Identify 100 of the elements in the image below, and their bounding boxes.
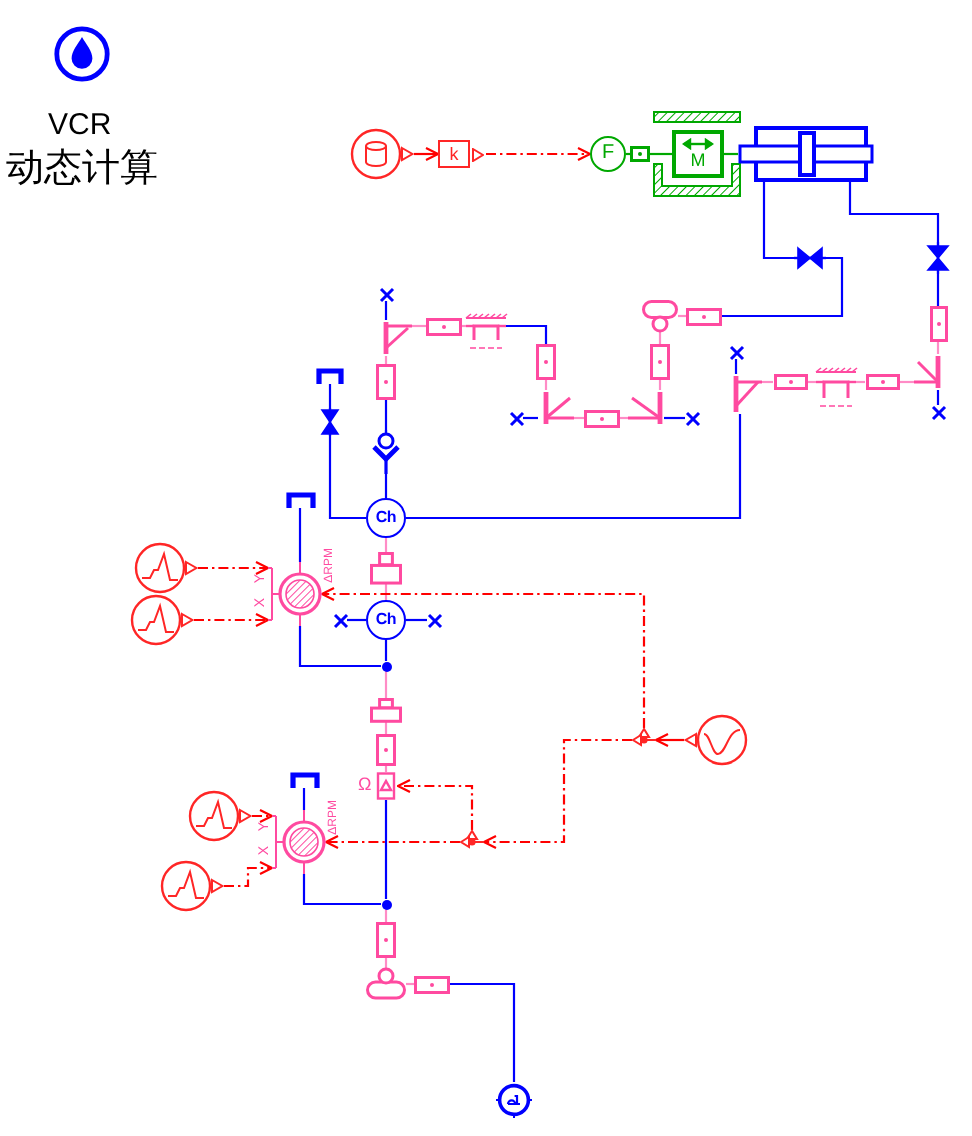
connector-line xyxy=(936,342,940,354)
check-valve xyxy=(370,430,402,474)
signal-line xyxy=(396,778,474,830)
link-element xyxy=(536,344,556,380)
symbol-label: Ω xyxy=(358,776,372,794)
angle-joint xyxy=(914,354,946,390)
signal-source xyxy=(188,790,252,842)
connector-line xyxy=(384,474,388,498)
link-element xyxy=(414,975,450,993)
connector-line xyxy=(298,508,302,562)
link-element xyxy=(584,409,620,427)
rotary-source xyxy=(268,562,322,626)
mass-label: M xyxy=(690,152,706,170)
end-plug xyxy=(509,411,523,425)
connector-line xyxy=(384,800,388,899)
link-element xyxy=(650,344,670,380)
speed-sensor xyxy=(374,772,398,800)
friction-element xyxy=(816,368,856,408)
chamber-node: Ch xyxy=(366,498,406,538)
connector-line xyxy=(412,324,426,328)
connector-line xyxy=(384,958,388,968)
signal-line xyxy=(224,860,274,888)
connector-line xyxy=(523,416,538,420)
connector-line xyxy=(544,380,548,390)
connector-line xyxy=(384,301,388,320)
link-element xyxy=(773,374,807,390)
roller-element xyxy=(366,968,406,1000)
orifice-symbol xyxy=(926,242,950,274)
clutch-element xyxy=(370,552,402,584)
port-circle xyxy=(496,1082,532,1118)
connector-line xyxy=(328,384,332,408)
rotary-source xyxy=(272,810,326,874)
link-element xyxy=(630,146,650,162)
signal-line xyxy=(252,808,274,824)
connector-line xyxy=(762,182,794,260)
signal-line xyxy=(198,560,270,576)
connector-line xyxy=(856,380,865,384)
link-element xyxy=(865,374,899,390)
connector-line xyxy=(298,626,381,668)
end-plug xyxy=(931,405,945,419)
connector-line xyxy=(450,982,516,1082)
angle-joint xyxy=(538,390,574,426)
end-plug xyxy=(333,613,347,627)
signal-line xyxy=(194,612,270,628)
connector-line xyxy=(384,766,388,772)
signal-junction xyxy=(460,830,484,854)
junction-dot xyxy=(381,899,391,909)
link-element xyxy=(929,306,947,342)
link-element xyxy=(426,317,462,335)
junction-dot xyxy=(381,661,391,671)
link-element xyxy=(376,922,396,958)
end-plug xyxy=(729,345,743,359)
end-plug xyxy=(685,411,699,425)
signal-junction xyxy=(632,728,656,752)
connector-line xyxy=(650,152,672,156)
connector-line xyxy=(848,182,940,242)
signal-source xyxy=(684,714,748,766)
angle-joint xyxy=(628,390,664,426)
connector-line xyxy=(384,538,388,552)
signal-source xyxy=(134,542,198,594)
title-label: 动态计算 xyxy=(6,150,158,192)
connector-line xyxy=(384,640,388,661)
hydraulic-cylinder xyxy=(738,126,874,182)
signal-source xyxy=(130,594,194,646)
mass-block xyxy=(672,130,724,178)
connector-line xyxy=(384,400,388,430)
end-plug xyxy=(379,287,393,301)
connector-line xyxy=(654,732,684,748)
port-cap xyxy=(289,772,319,788)
chamber-node: Ch xyxy=(366,600,406,640)
link-element xyxy=(376,364,396,400)
connector-line xyxy=(658,332,662,344)
signal-source xyxy=(160,860,224,912)
title-label: VCR xyxy=(48,110,112,143)
connector-line xyxy=(406,414,742,520)
connector-line xyxy=(414,146,440,162)
port-cap xyxy=(316,368,344,384)
connector-line xyxy=(302,874,381,906)
connector-line xyxy=(347,618,366,622)
force-source: F xyxy=(590,136,626,172)
connector-line xyxy=(664,416,685,420)
connector-line xyxy=(936,274,940,306)
connector-line xyxy=(724,152,738,156)
connector-line xyxy=(936,390,940,405)
roller-element xyxy=(642,300,678,332)
link-element xyxy=(376,734,396,766)
connector-line xyxy=(762,380,773,384)
connector-line xyxy=(506,324,548,344)
signal-line xyxy=(486,146,592,162)
connector-line xyxy=(722,256,844,318)
end-plug xyxy=(427,613,441,627)
friction-element xyxy=(466,314,506,350)
signal-line xyxy=(482,738,632,850)
orifice-symbol xyxy=(794,246,826,270)
signal-source xyxy=(350,128,414,180)
link-element xyxy=(686,307,722,325)
signal-line xyxy=(324,834,460,850)
port-cap xyxy=(285,492,315,508)
connector-line xyxy=(384,671,388,698)
connector-line xyxy=(574,416,584,420)
